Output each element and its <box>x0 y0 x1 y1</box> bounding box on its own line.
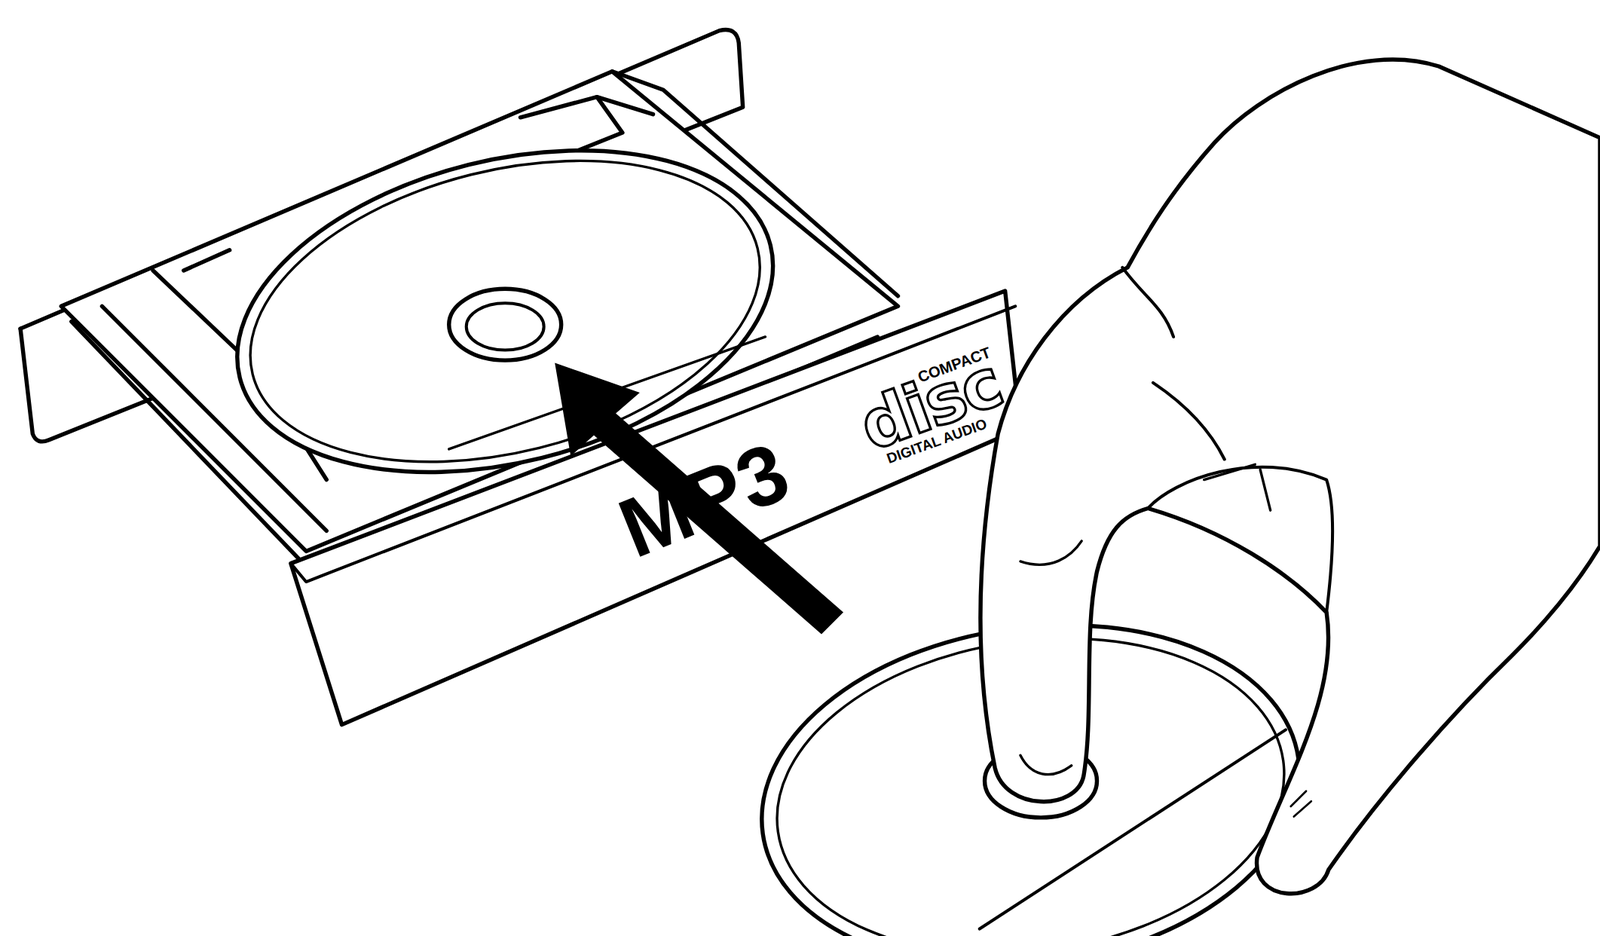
cd-tray-drawing <box>0 0 1600 936</box>
insert-arrow <box>0 0 1600 936</box>
illustration: MP3COMPACTdiscDIGITAL AUDIO <box>0 0 1600 936</box>
